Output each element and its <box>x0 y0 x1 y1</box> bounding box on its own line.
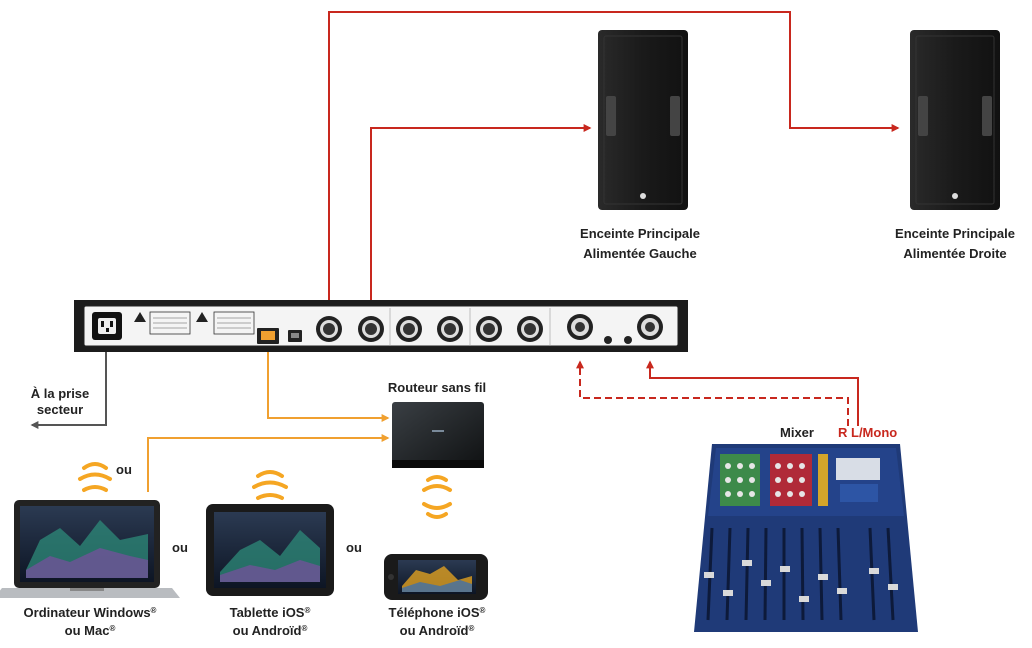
phone-label-1: Téléphone iOS® <box>389 605 486 620</box>
phone <box>384 554 488 600</box>
mixer-label: Mixer <box>780 425 814 440</box>
laptop-wifi-icon <box>78 462 112 492</box>
cable-laptop-router <box>147 434 390 492</box>
router-label: Routeur sans fil <box>388 380 486 395</box>
cable-ethernet <box>267 350 390 422</box>
tablet-label-2: ou Androïd® <box>233 623 308 638</box>
speaker-right-label-2: Alimentée Droite <box>903 246 1006 261</box>
tablet-label-1: Tablette iOS® <box>230 605 311 620</box>
cable-mixer-left <box>646 360 859 426</box>
xlr-output-connectors <box>316 308 551 346</box>
router-wifi-icon <box>422 475 452 519</box>
laptop <box>0 500 180 598</box>
usb-port <box>288 330 302 342</box>
cable-output-left <box>370 124 592 314</box>
power-label-2: secteur <box>37 402 83 417</box>
router <box>392 402 484 468</box>
speaker-left-label-1: Enceinte Principale <box>580 226 700 241</box>
cable-output-right <box>328 11 900 314</box>
or-label-3: ou <box>346 540 362 555</box>
laptop-label-1: Ordinateur Windows® <box>24 605 157 620</box>
speaker-left <box>598 30 688 210</box>
tablet <box>206 504 334 596</box>
speaker-right <box>910 30 1000 210</box>
or-label-1: ou <box>116 462 132 477</box>
speaker-left-label-2: Alimentée Gauche <box>583 246 696 261</box>
xlr-input-connectors <box>567 314 663 344</box>
laptop-label-2: ou Mac® <box>65 623 116 638</box>
tablet-wifi-icon <box>252 470 288 500</box>
ethernet-port <box>257 328 279 344</box>
processor-rear-panel <box>74 300 688 352</box>
mixer-channels-label: R L/Mono <box>838 425 897 440</box>
power-label-1: À la prise <box>31 386 90 401</box>
cable-power <box>30 350 107 429</box>
power-inlet-icon <box>92 312 122 340</box>
cable-mixer-right-dashed <box>576 360 849 426</box>
phone-label-2: ou Androïd® <box>400 623 475 638</box>
or-label-2: ou <box>172 540 188 555</box>
speaker-right-label-1: Enceinte Principale <box>895 226 1015 241</box>
mixer <box>694 444 918 632</box>
